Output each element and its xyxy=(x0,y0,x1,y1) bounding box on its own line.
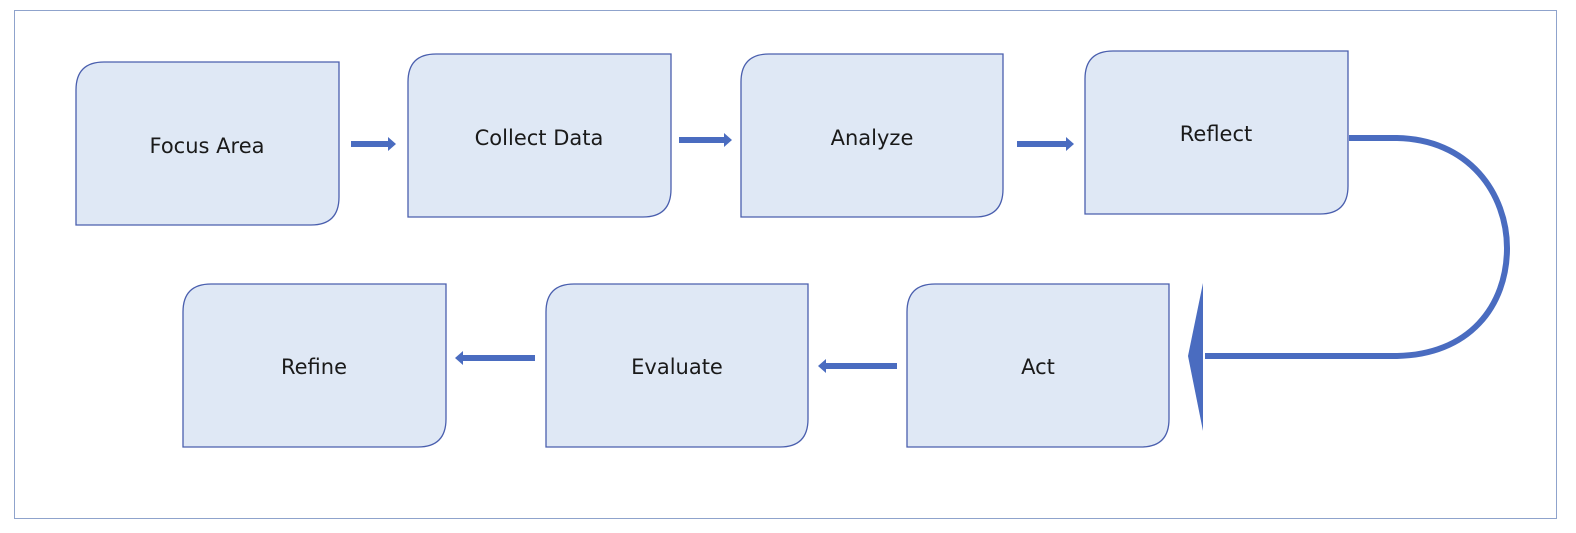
step-label: Focus Area xyxy=(150,134,265,158)
step-box xyxy=(740,53,1004,218)
arrow-right xyxy=(1017,137,1074,151)
step-label: Collect Data xyxy=(475,126,604,150)
step-analyze: Analyze xyxy=(740,53,1004,218)
step-box xyxy=(1084,50,1349,215)
step-label: Refine xyxy=(281,355,347,379)
curved-return-arrow xyxy=(1205,135,1511,359)
arrow-left xyxy=(455,351,535,365)
step-label: Act xyxy=(1021,355,1055,379)
step-box xyxy=(182,283,447,448)
step-label: Analyze xyxy=(831,126,914,150)
diagram-frame xyxy=(14,10,1557,519)
curved-arrow-head xyxy=(1188,283,1203,431)
step-act: Act xyxy=(906,283,1170,448)
arrow-right xyxy=(351,137,396,151)
step-label: Reflect xyxy=(1180,122,1253,146)
step-label: Evaluate xyxy=(631,355,723,379)
step-box xyxy=(75,61,340,226)
step-box xyxy=(906,283,1170,448)
step-refine: Refine xyxy=(182,283,447,448)
arrow-left xyxy=(818,359,897,373)
step-focus-area: Focus Area xyxy=(75,61,340,226)
step-box xyxy=(545,283,809,448)
arrow-right xyxy=(679,133,732,147)
step-reflect: Reflect xyxy=(1084,50,1349,215)
step-collect-data: Collect Data xyxy=(407,53,672,218)
step-box xyxy=(407,53,672,218)
step-evaluate: Evaluate xyxy=(545,283,809,448)
